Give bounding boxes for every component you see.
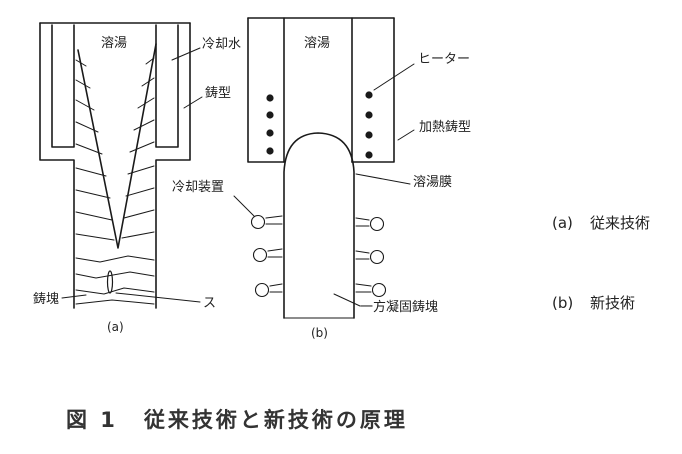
conventional-casting-drawing xyxy=(39,22,203,309)
legend-item-a: (a) 従来技術 xyxy=(552,214,650,232)
heater-dots xyxy=(266,91,373,159)
label-melt-film: 溶湯膜 xyxy=(413,175,453,190)
legend-key: (a) xyxy=(552,214,573,232)
heater-dot xyxy=(365,91,373,99)
legend-key: (b) xyxy=(552,294,574,312)
leader-heated-mold xyxy=(397,129,415,141)
heated-mold-outline xyxy=(247,17,395,163)
leader-heater xyxy=(373,63,415,91)
heater-dot xyxy=(266,111,274,119)
new-technique-drawing xyxy=(233,17,415,319)
leader-directional-ingot xyxy=(333,293,361,307)
label-pore: ス xyxy=(203,296,217,311)
cooling-nozzle xyxy=(252,247,268,263)
label-heated-mold: 加熱鋳型 xyxy=(419,120,472,135)
leader-pore xyxy=(115,292,201,303)
heater-dot xyxy=(365,111,373,119)
cooling-nozzle xyxy=(250,214,266,230)
sub-label-b: (b) xyxy=(311,326,328,340)
ingot-outline xyxy=(283,132,355,319)
cooling-nozzle xyxy=(254,282,270,298)
label-directional-ingot: 一方凝固鋳塊 xyxy=(360,300,439,315)
heater-dot xyxy=(365,131,373,139)
cooling-nozzle xyxy=(371,282,387,298)
legend-text: 新技術 xyxy=(590,294,636,312)
figure-caption: 図 1 従来技術と新技術の原理 xyxy=(66,404,408,434)
label-cooling-device: 冷却装置 xyxy=(172,180,225,195)
leader-mold xyxy=(183,96,203,109)
legend-text: 従来技術 xyxy=(590,214,651,232)
spray-lines xyxy=(265,215,372,293)
leader-ingot xyxy=(61,294,87,299)
label-melt-a: 溶湯 xyxy=(101,36,128,51)
label-melt-b: 溶湯 xyxy=(304,36,331,51)
cooling-nozzles xyxy=(250,214,387,298)
legend-item-b: (b) 新技術 xyxy=(552,294,635,312)
pore-mark xyxy=(106,270,114,294)
mold-outline-a xyxy=(39,22,191,309)
label-ingot: 鋳塊 xyxy=(33,292,60,307)
leader-cooling-device xyxy=(233,195,255,217)
heated-mold-inner-wall xyxy=(283,17,353,163)
heater-dot xyxy=(266,147,274,155)
caption-text: 従来技術と新技術の原理 xyxy=(143,408,408,432)
caption-number: 図 1 xyxy=(66,408,118,432)
heater-dot xyxy=(365,151,373,159)
solidification-front-a xyxy=(77,43,157,249)
mold-inner-wall-a xyxy=(51,24,179,148)
sub-label-a: (a) xyxy=(107,320,124,334)
label-mold: 鋳型 xyxy=(205,86,232,101)
heater-dot xyxy=(266,129,274,137)
leader-cooling-water xyxy=(171,47,201,61)
cooling-nozzle xyxy=(369,249,385,265)
label-cooling-water: 冷却水 xyxy=(202,37,242,52)
cooling-nozzle xyxy=(369,216,385,232)
grain-lines-a xyxy=(75,57,155,305)
label-heater: ヒーター xyxy=(418,52,471,67)
heater-dot xyxy=(266,94,274,102)
leader-melt-film xyxy=(355,173,411,185)
